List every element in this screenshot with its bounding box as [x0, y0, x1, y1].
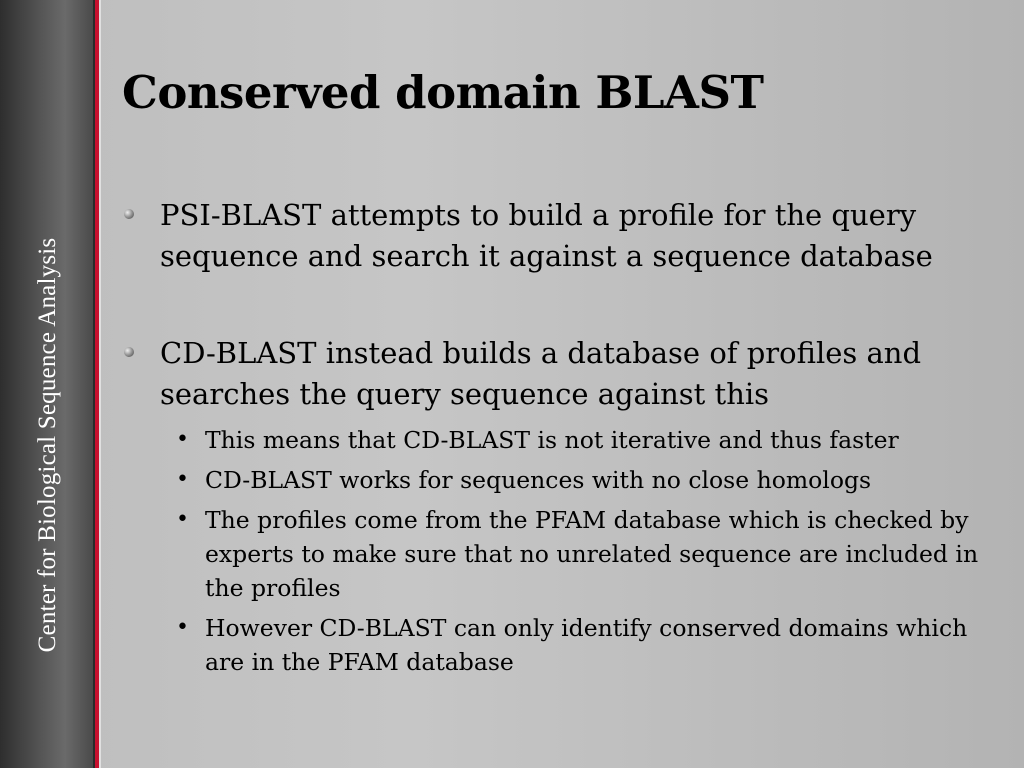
bullet-item: PSI-BLAST attempts to build a profile fo…	[124, 195, 1004, 277]
sidebar-divider-light	[99, 0, 101, 768]
sub-bullet-text: The profiles come from the PFAM database…	[205, 506, 979, 602]
slide-title: Conserved domain BLAST	[122, 66, 764, 119]
bullet-dot-icon: •	[176, 427, 189, 452]
sidebar-divider-dark	[93, 0, 95, 768]
sub-bullet-list: • This means that CD-BLAST is not iterat…	[124, 423, 1004, 679]
sidebar-divider-red	[95, 0, 99, 768]
bullet-text: PSI-BLAST attempts to build a profile fo…	[160, 198, 933, 273]
bullet-icon	[124, 347, 134, 357]
sub-bullet-item: • CD-BLAST works for sequences with no c…	[124, 463, 1004, 497]
sub-bullet-item: • However CD-BLAST can only identify con…	[124, 611, 1004, 679]
sub-bullet-text: CD-BLAST works for sequences with no clo…	[205, 466, 872, 494]
bullet-text: CD-BLAST instead builds a database of pr…	[160, 336, 922, 411]
sidebar	[0, 0, 93, 768]
sub-bullet-text: This means that CD-BLAST is not iterativ…	[205, 426, 899, 454]
bullet-dot-icon: •	[176, 507, 189, 532]
sub-bullet-item: • The profiles come from the PFAM databa…	[124, 503, 1004, 605]
sidebar-label: Center for Biological Sequence Analysis	[34, 237, 61, 653]
sub-bullet-text: However CD-BLAST can only identify conse…	[205, 614, 968, 676]
bullet-dot-icon: •	[176, 467, 189, 492]
slide-content: PSI-BLAST attempts to build a profile fo…	[124, 195, 1004, 685]
bullet-icon	[124, 209, 134, 219]
sub-bullet-item: • This means that CD-BLAST is not iterat…	[124, 423, 1004, 457]
bullet-item: CD-BLAST instead builds a database of pr…	[124, 333, 1004, 415]
bullet-dot-icon: •	[176, 615, 189, 640]
